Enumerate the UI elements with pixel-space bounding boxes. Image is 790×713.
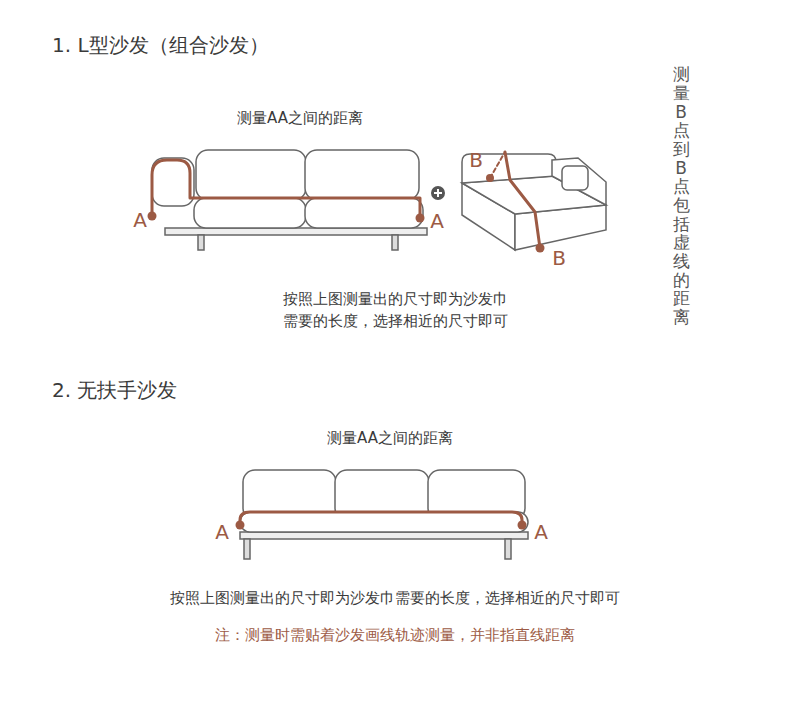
sofa-leg [244, 539, 250, 559]
sofa-base [240, 532, 528, 539]
back-cushion [305, 150, 419, 200]
module-arm [552, 158, 606, 205]
seat-cushion [240, 512, 528, 532]
plus-symbol [431, 186, 445, 200]
point-label: A [133, 205, 147, 235]
instruction: 按照上图测量出的尺寸即为沙发巾需要的长度，选择相近的尺寸即可 [95, 587, 695, 610]
instruction: 测量AA之间的距离 [327, 427, 453, 450]
sofa-leg [198, 235, 204, 250]
measure-line [505, 152, 540, 248]
measure-dashed [490, 152, 505, 178]
seat-cushion [194, 198, 306, 228]
point-label: B [469, 145, 483, 175]
vertical-note: 测量B点到B点包括虚线的距离 [673, 65, 690, 327]
measure-dot [148, 212, 157, 221]
sofa-leg [505, 539, 511, 559]
measure-line [152, 160, 420, 218]
measure-dot [536, 244, 545, 253]
section-heading: 1. L型沙发（组合沙发） [52, 30, 269, 60]
measure-dot [416, 214, 425, 223]
point-label: A [430, 206, 444, 236]
point-label: B [552, 243, 566, 273]
measure-dot [518, 521, 527, 530]
instruction: 测量AA之间的距离 [237, 107, 363, 130]
point-label: A [215, 517, 229, 547]
instruction: 按照上图测量出的尺寸即为沙发巾 需要的长度，选择相近的尺寸即可 [275, 288, 515, 333]
sofa-base [165, 228, 427, 235]
sofa-leg [392, 235, 398, 250]
module-cushion [562, 166, 588, 190]
note: 注：测量时需贴着沙发画线轨迹测量，并非指直线距离 [95, 624, 695, 647]
seat-cushion [305, 198, 423, 228]
measure-dot [236, 521, 245, 530]
back-cushion [196, 150, 306, 200]
measure-dot [486, 174, 494, 182]
point-label: A [534, 517, 548, 547]
section-heading: 2. 无扶手沙发 [52, 375, 177, 405]
measure-line [240, 512, 522, 524]
plus-symbol [434, 189, 442, 197]
